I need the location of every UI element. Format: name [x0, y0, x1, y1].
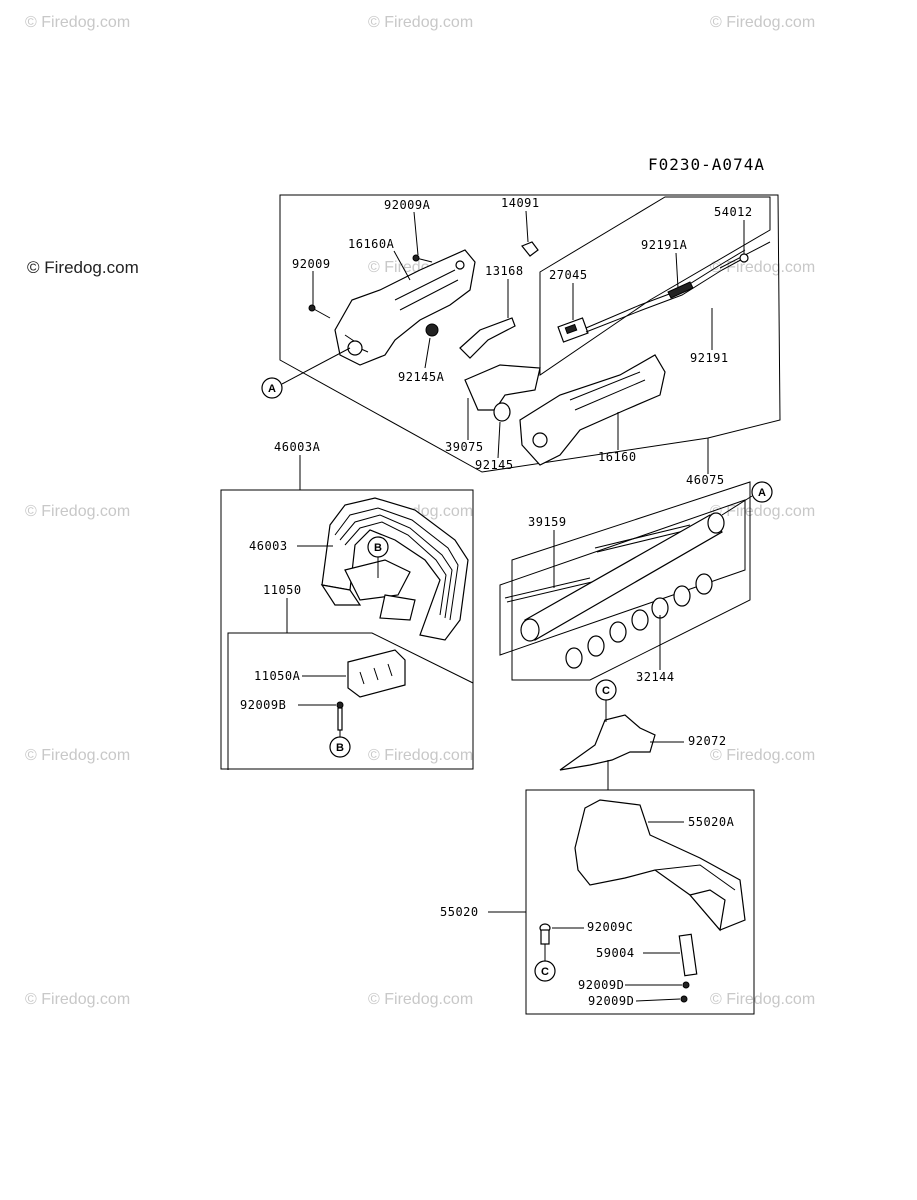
screw-92009C — [539, 923, 551, 945]
svg-text:A: A — [268, 383, 276, 395]
guard-55020A — [574, 799, 746, 932]
bolt-92009B — [336, 701, 344, 731]
svg-text:C: C — [602, 685, 610, 697]
shaft-group-frame — [511, 481, 751, 681]
label-92145: 92145 — [475, 458, 514, 472]
shaft-tube — [520, 512, 725, 642]
label-55020: 55020 — [440, 905, 479, 919]
watermark-6: © Firedog.com — [25, 503, 130, 520]
watermark-2: © Firedog.com — [368, 14, 473, 31]
ring-92145 — [493, 402, 511, 422]
label-46003A: 46003A — [274, 440, 321, 454]
spring-92145A — [425, 323, 439, 337]
label-54012: 54012 — [714, 205, 753, 219]
diagram-code: F0230-A074A — [648, 155, 765, 174]
label-92191: 92191 — [690, 351, 729, 365]
label-92009D-2: 92009D — [588, 994, 634, 1008]
watermark-5: © Firedog.com — [710, 259, 815, 276]
watermark-main: © Firedog.com — [27, 258, 139, 277]
drive-shaft — [504, 577, 593, 603]
svg-text:B: B — [336, 742, 344, 754]
label-46075: 46075 — [686, 473, 725, 487]
label-27045: 27045 — [549, 268, 588, 282]
label-39075: 39075 — [445, 440, 484, 454]
label-92009A: 92009A — [384, 198, 431, 212]
watermark-11: © Firedog.com — [710, 747, 815, 764]
switch-27045 — [557, 317, 589, 343]
watermark-12: © Firedog.com — [25, 991, 130, 1008]
handle-right-half — [519, 354, 666, 466]
label-92009: 92009 — [292, 257, 331, 271]
loop-handle — [320, 497, 469, 641]
watermark-14: © Firedog.com — [710, 991, 815, 1008]
wire-grommet — [667, 281, 694, 299]
label-39159: 39159 — [528, 515, 567, 529]
watermark-10: © Firedog.com — [368, 747, 473, 764]
watermark-9: © Firedog.com — [25, 747, 130, 764]
clip-14091 — [521, 241, 539, 257]
label-92145A: 92145A — [398, 370, 445, 384]
label-92009C: 92009C — [587, 920, 633, 934]
watermark-13: © Firedog.com — [368, 991, 473, 1008]
svg-text:B: B — [374, 542, 382, 554]
clamp-11050A — [347, 649, 406, 698]
label-92191A: 92191A — [641, 238, 688, 252]
handle-left-half — [334, 249, 476, 366]
label-46003: 46003 — [249, 539, 288, 553]
loop-handle-frame — [220, 489, 474, 770]
label-59004: 59004 — [596, 946, 635, 960]
watermark-8: © Firedog.com — [710, 503, 815, 520]
screw-92009 — [308, 304, 331, 319]
label-92009D-1: 92009D — [578, 978, 624, 992]
throttle-lever — [459, 317, 516, 359]
switch-group-frame — [539, 196, 771, 376]
label-16160: 16160 — [598, 450, 637, 464]
label-13168: 13168 — [485, 264, 524, 278]
label-11050: 11050 — [263, 583, 302, 597]
label-55020A: 55020A — [688, 815, 735, 829]
clamp-subframe — [227, 632, 474, 770]
guard-group-frame — [525, 789, 755, 1015]
label-92072: 92072 — [688, 734, 727, 748]
watermark-3: © Firedog.com — [710, 14, 815, 31]
watermark-1: © Firedog.com — [25, 14, 130, 31]
screw-92009A — [412, 254, 433, 263]
svg-text:A: A — [758, 487, 766, 499]
bushings — [565, 573, 713, 669]
callout-a-2 — [751, 481, 773, 503]
svg-text:C: C — [541, 966, 549, 978]
label-14091: 14091 — [501, 196, 540, 210]
blade-59004 — [678, 933, 698, 1003]
label-11050A: 11050A — [254, 669, 301, 683]
callout-a-1 — [261, 377, 283, 399]
label-16160A: 16160A — [348, 237, 395, 251]
bracket-92072 — [559, 714, 656, 771]
lever-39075 — [464, 364, 541, 411]
label-92009B: 92009B — [240, 698, 286, 712]
label-32144: 32144 — [636, 670, 675, 684]
